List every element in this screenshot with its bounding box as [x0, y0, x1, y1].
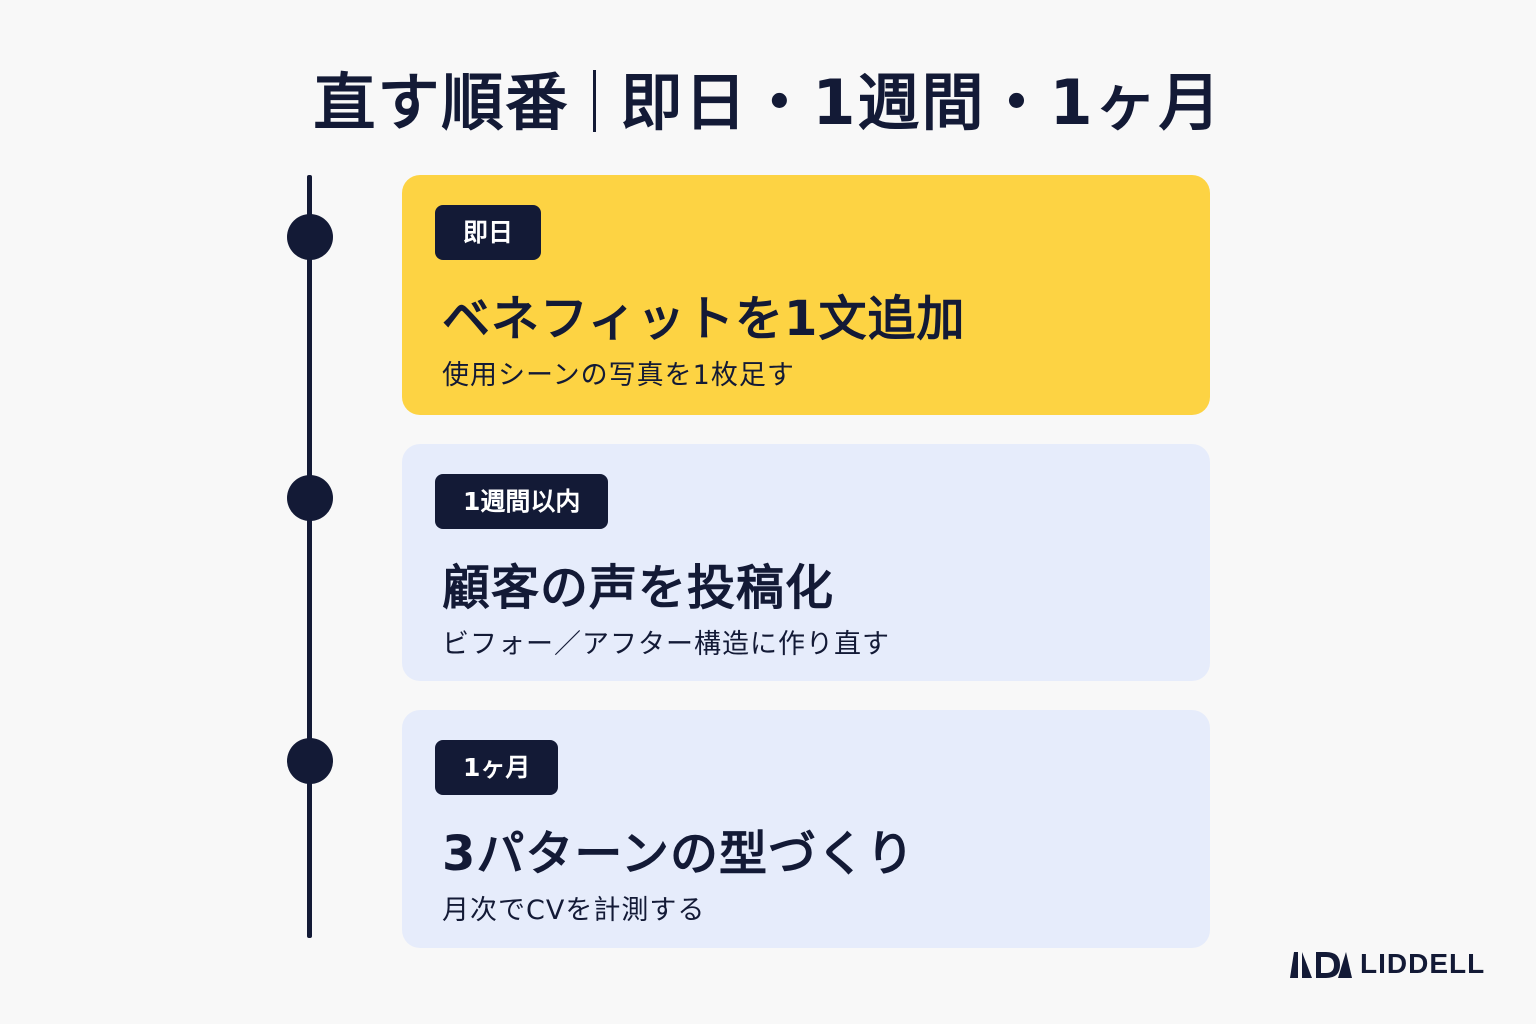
step-card-1: 即日 ベネフィットを1文追加 使用シーンの写真を1枚足す: [402, 175, 1210, 415]
timeline-line: [307, 175, 312, 938]
brand-logo: LIDDELL: [1290, 948, 1485, 980]
step-badge: 1週間以内: [435, 474, 609, 529]
step-subtext: 月次でCVを計測する: [442, 895, 706, 926]
title-right: 即日・1週間・1ヶ月: [620, 66, 1223, 139]
step-card-3: 1ヶ月 3パターンの型づくり 月次でCVを計測する: [402, 710, 1210, 948]
step-badge: 即日: [435, 205, 542, 260]
step-heading: 顧客の声を投稿化: [442, 560, 835, 616]
step-heading: 3パターンの型づくり: [442, 826, 915, 882]
brand-logo-text: LIDDELL: [1360, 948, 1486, 979]
page-title: 直す順番即日・1週間・1ヶ月: [0, 52, 1536, 142]
liddell-logo-icon: [1290, 952, 1352, 978]
step-badge: 1ヶ月: [435, 740, 559, 795]
title-left: 直す順番: [313, 66, 570, 139]
step-subtext: 使用シーンの写真を1枚足す: [442, 360, 795, 391]
step-card-2: 1週間以内 顧客の声を投稿化 ビフォー／アフター構造に作り直す: [402, 444, 1210, 681]
timeline-dot-3: [287, 738, 333, 784]
title-separator: [593, 69, 597, 132]
step-heading: ベネフィットを1文追加: [442, 291, 966, 347]
timeline-dot-1: [287, 214, 333, 260]
timeline-dot-2: [287, 475, 333, 521]
step-subtext: ビフォー／アフター構造に作り直す: [442, 629, 890, 660]
